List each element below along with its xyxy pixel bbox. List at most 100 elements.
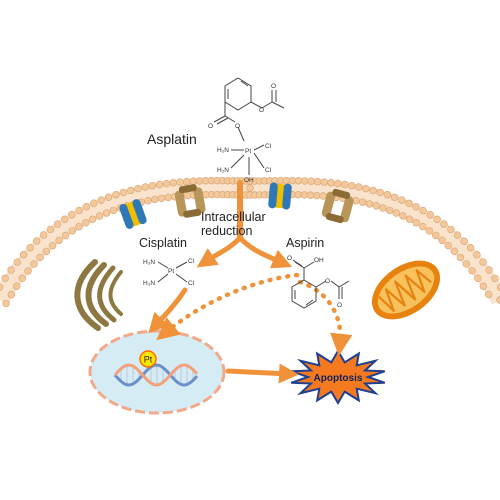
lipid-head [412,219,420,227]
lipid-head [359,198,367,206]
lipid-head [97,196,105,204]
cisplatin-structure [157,261,188,283]
lipid-head [112,191,120,199]
lipid-head [432,231,440,240]
lipid-head [390,193,399,202]
atom-cl: Cl [188,258,195,265]
lipid-head [39,231,48,239]
lipid-head [90,199,98,207]
lipid-head [24,267,32,275]
lipid-head [1,274,9,282]
lipid-head [32,237,41,245]
lipid-head [42,247,50,256]
lipid-head [485,266,493,274]
lipid-head [134,184,142,193]
lipid-head [7,290,16,299]
lipid-head [55,236,63,245]
lipid-heads [0,176,500,308]
cisplatin-label: Cisplatin [139,236,187,250]
lipid-head [376,188,384,197]
lipid-head [294,177,303,185]
lipid-head [195,177,204,185]
channel-protein-blue-right [268,182,292,210]
lipid-head [419,206,427,215]
apoptosis-label: Apoptosis [314,373,363,384]
lipid-head [456,253,465,262]
lipid-head [19,250,28,259]
pt-adduct-badge: Pt [139,350,157,368]
asplatin-atom-labels: O O O O H₂N Pt Cl H₂N Cl OH [208,83,276,184]
lipid-head [405,199,413,208]
atom-h3n: H₃N [143,280,155,287]
lipid-head [164,193,173,202]
cisplatin-atom-labels: H₃N H₃N Pt Cl Cl [143,258,195,287]
lipid-head [18,274,26,282]
lipid-head [462,260,470,268]
lipid-head [379,204,387,212]
lipid-head [189,177,197,185]
lipid-head [82,203,91,211]
atom-o: O [271,83,276,90]
asplatin-structure [213,77,285,175]
lipid-head [383,191,392,199]
lipid-head [433,215,441,224]
lipid-head [141,183,150,191]
channel-protein-tan-right [321,188,354,224]
lipid-head [399,212,407,220]
asplatin-label: Asplatin [147,131,197,147]
lipid-head [0,283,4,291]
lipid-head [157,194,166,203]
lipid-head [479,282,487,290]
lipid-head [30,260,38,268]
lipid-head [369,186,377,195]
lipid-head [450,247,459,256]
lipid-head [13,282,21,290]
lipid-head [68,227,77,235]
lipid-head [148,182,157,190]
lipid-head [75,223,83,231]
atom-oh: OH [314,257,324,264]
dotted-arrow-aspirin-to-apoptosis [297,279,353,357]
lipid-head [385,206,394,215]
lipid-head [479,258,487,266]
atom-h2n: H₂N [217,167,229,174]
aspirin-label: Aspirin [286,236,325,250]
lipid-head [496,283,500,291]
lipid-head [474,274,482,282]
lipid-head [313,191,321,200]
atom-o: O [287,255,292,262]
atom-o: O [325,278,330,285]
atom-o: O [259,107,264,114]
cell-membrane [0,176,500,308]
lipid-head [102,209,111,217]
lipid-head [53,220,62,228]
lipid-head [300,191,308,199]
mitochondrion [371,260,441,320]
aspirin-atom-labels: O OH O O [287,255,342,309]
lipid-head [306,191,315,199]
lipid-head [68,211,76,219]
lipid-head [104,193,113,201]
lipid-head [75,206,83,215]
lipid-head [327,179,335,187]
arrow-to-cisplatin [196,235,243,268]
atom-o: O [337,302,342,309]
lipid-head [162,179,171,188]
lipid-head [334,179,342,188]
lipid-head [288,176,297,185]
lipid-head [88,215,97,224]
lipid-head [466,244,475,252]
lipid-head [294,191,302,199]
channel-protein-tan-left [174,184,206,218]
lipid-head [426,211,434,219]
lipid-head [36,253,44,262]
lipid-head [473,251,481,259]
lipid-head [460,237,468,245]
pt-label: Pt [144,355,153,365]
golgi-apparatus [74,259,123,331]
dotted-arrow-aspirin-to-nucleus [156,272,300,341]
lipid-head [109,206,118,215]
lipid-head [60,215,69,223]
intracellular-reduction-label: Intracellular reduction [201,210,266,238]
